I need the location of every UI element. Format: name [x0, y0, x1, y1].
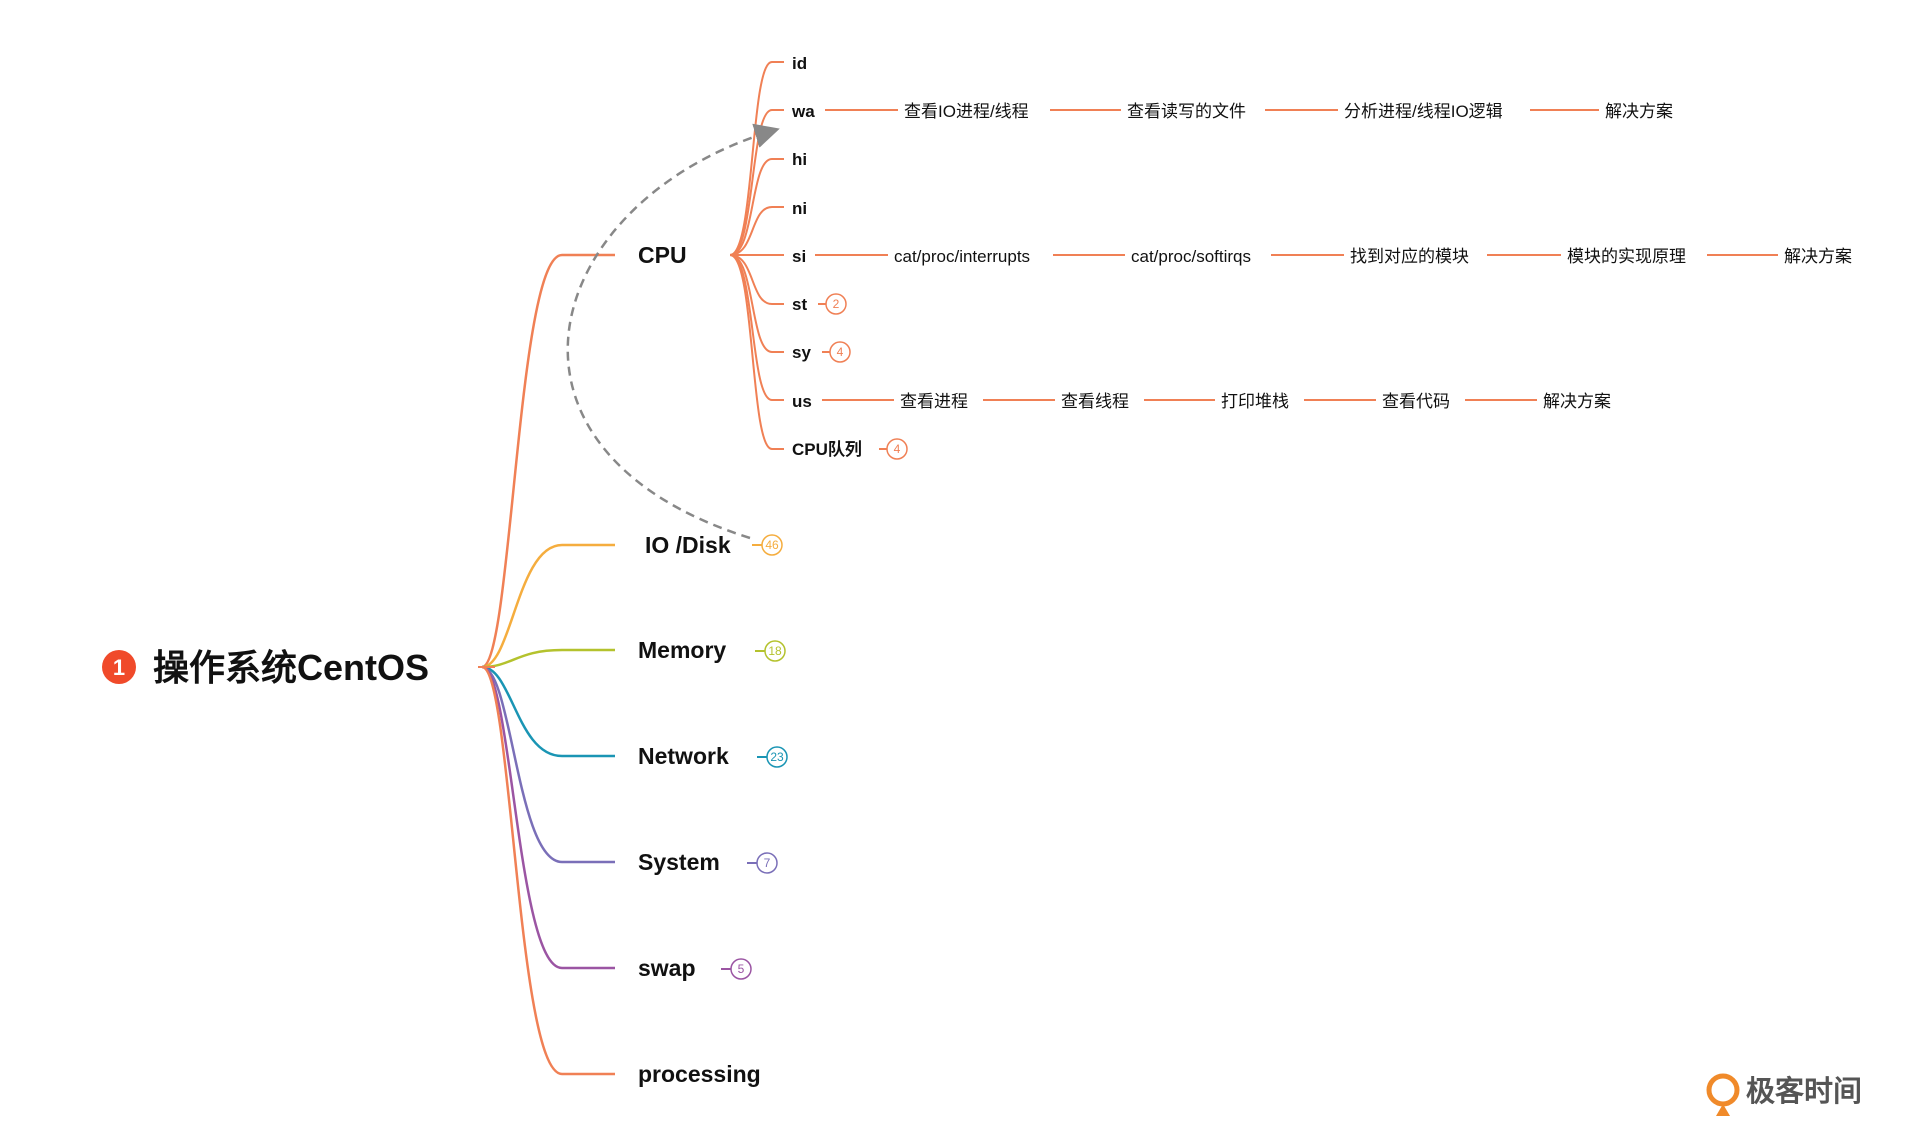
- branch-label: System: [638, 849, 720, 875]
- us-step-1[interactable]: 查看进程: [900, 392, 968, 411]
- cpu-subtopic-cpu-queue[interactable]: CPU队列: [792, 439, 862, 459]
- cpu-child-connector: [729, 109, 784, 256]
- collapsed-count-badge[interactable]: 4: [886, 438, 908, 460]
- brand-name: 极客时间: [1746, 1074, 1862, 1108]
- branch-connector: [481, 665, 615, 864]
- us-step-2[interactable]: 查看线程: [1061, 392, 1129, 411]
- cpu-subtopic-sy[interactable]: sy: [792, 343, 811, 362]
- collapsed-count-badge[interactable]: 18: [764, 640, 786, 662]
- root-topic[interactable]: 1 操作系统CentOS: [102, 647, 429, 688]
- connector-lines: [478, 61, 1778, 1076]
- badge-count: 5: [738, 962, 745, 976]
- cpu-subtopic-hi[interactable]: hi: [792, 150, 807, 169]
- branch-cpu[interactable]: CPU: [638, 242, 687, 268]
- branch-connector: [481, 665, 615, 758]
- branch-swap[interactable]: swap 5: [638, 955, 752, 981]
- branch-label: IO /Disk: [645, 532, 731, 558]
- brand-watermark: 极客时间: [1706, 1073, 1862, 1116]
- us-step-3[interactable]: 打印堆栈: [1221, 392, 1289, 411]
- cpu-child-connector: [729, 206, 784, 256]
- cpu-subtopic-st[interactable]: st: [792, 295, 807, 314]
- cpu-child-connector: [729, 61, 784, 256]
- collapsed-count-badge[interactable]: 4: [829, 341, 851, 363]
- collapsed-count-badge[interactable]: 23: [766, 746, 788, 768]
- si-step-3[interactable]: 找到对应的模块: [1350, 247, 1469, 266]
- root-number: 1: [113, 655, 125, 680]
- root-label: 操作系统CentOS: [153, 647, 429, 688]
- branch-system[interactable]: System 7: [638, 849, 778, 875]
- si-step-1[interactable]: cat/proc/interrupts: [894, 247, 1030, 266]
- cpu-subtopic-si[interactable]: si: [792, 247, 806, 266]
- branch-memory[interactable]: Memory 18: [638, 637, 786, 663]
- badge-count: 46: [765, 538, 779, 552]
- branch-connector: [481, 665, 615, 970]
- branch-label: swap: [638, 955, 696, 981]
- cpu-child-connector: [729, 254, 784, 305]
- badge-count: 4: [837, 345, 844, 359]
- branch-io-disk[interactable]: IO /Disk 46: [645, 532, 783, 558]
- collapsed-count-badge[interactable]: 2: [825, 293, 847, 315]
- cpu-subtopics: id wa 查看IO进程/线程 查看读写的文件 分析进程/线程IO逻辑 解决方案…: [791, 54, 1852, 460]
- branch-label: Network: [638, 743, 729, 769]
- cpu-subtopic-ni[interactable]: ni: [792, 199, 807, 218]
- wa-step-3[interactable]: 分析进程/线程IO逻辑: [1344, 102, 1503, 121]
- branch-label: Memory: [638, 637, 726, 663]
- cpu-subtopic-us[interactable]: us: [792, 392, 812, 411]
- si-step-5[interactable]: 解决方案: [1784, 247, 1852, 266]
- si-step-4[interactable]: 模块的实现原理: [1567, 247, 1686, 266]
- badge-count: 18: [768, 644, 782, 658]
- badge-count: 23: [770, 750, 784, 764]
- si-step-2[interactable]: cat/proc/softirqs: [1131, 247, 1251, 266]
- badge-count: 4: [894, 442, 901, 456]
- branch-label: CPU: [638, 242, 687, 268]
- us-step-4[interactable]: 查看代码: [1382, 392, 1450, 411]
- branch-connector: [481, 543, 615, 669]
- main-branches: CPU IO /Disk 46 Memory 18 Network 23 Sys…: [638, 242, 788, 1087]
- wa-step-4[interactable]: 解决方案: [1605, 102, 1673, 121]
- collapsed-count-badge[interactable]: 46: [761, 534, 783, 556]
- cpu-subtopic-id[interactable]: id: [792, 54, 807, 73]
- collapsed-count-badge[interactable]: 7: [756, 852, 778, 874]
- branch-connector: [481, 665, 615, 1076]
- badge-count: 2: [833, 297, 840, 311]
- branch-connector: [481, 253, 615, 669]
- branch-label: processing: [638, 1061, 761, 1087]
- collapsed-count-badge[interactable]: 5: [730, 958, 752, 980]
- root-number-badge: [102, 650, 136, 684]
- cpu-child-connector: [729, 158, 784, 256]
- cpu-child-connector: [729, 254, 784, 450]
- us-step-5[interactable]: 解决方案: [1543, 392, 1611, 411]
- cpu-subtopic-wa[interactable]: wa: [791, 102, 815, 121]
- branch-connector: [481, 648, 615, 669]
- relationship-arrow[interactable]: [566, 123, 780, 540]
- branch-processing[interactable]: processing: [638, 1061, 761, 1087]
- wa-step-2[interactable]: 查看读写的文件: [1127, 102, 1246, 121]
- wa-step-1[interactable]: 查看IO进程/线程: [904, 102, 1029, 121]
- brand-logo-icon: [1706, 1073, 1740, 1116]
- branch-network[interactable]: Network 23: [638, 743, 788, 769]
- badge-count: 7: [764, 856, 771, 870]
